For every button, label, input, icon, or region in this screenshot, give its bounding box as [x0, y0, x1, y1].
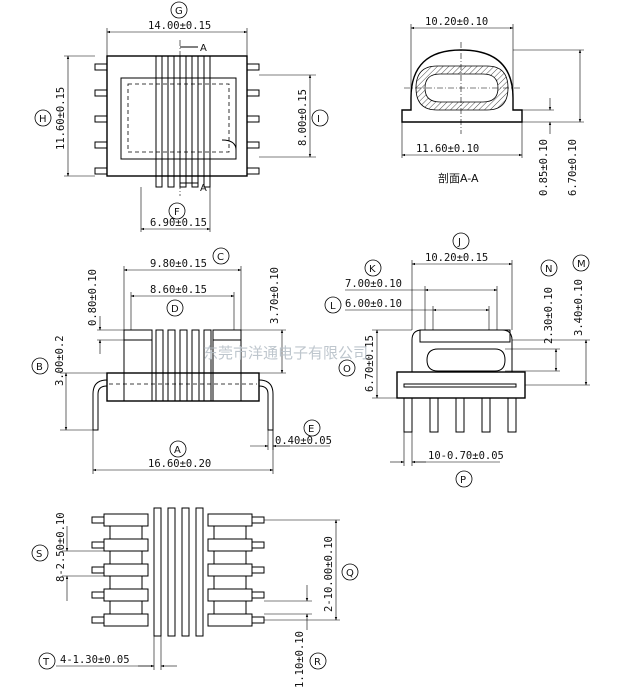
top-view-pins-right: [246, 63, 260, 175]
dim-h-value: 11.60±0.15: [55, 87, 67, 150]
bubble-m: M: [577, 259, 586, 270]
bubble-e: E: [308, 424, 314, 435]
bubble-j: J: [457, 237, 461, 248]
dim-t-value: 4-1.30±0.05: [60, 654, 130, 666]
front-view-left-leg: [92, 379, 108, 431]
bottom-view: 8-2.50±0.10 S 2-10.00±0.10 Q 1.10±0.10 R…: [31, 507, 359, 688]
dim-n-value: 2.30±0.10: [543, 287, 555, 344]
bubble-l: L: [330, 301, 336, 312]
dim-q-value: 2-10.00±0.10: [323, 536, 335, 612]
bubble-b: B: [36, 362, 43, 373]
section-dim-670: 6.70±0.10: [567, 139, 579, 196]
front-view: 9.80±0.15 C 8.60±0.15 D 0.80±0.10 3.70±0…: [31, 247, 332, 474]
bubble-h: H: [39, 114, 47, 125]
section-dim-top: 10.20±0.10: [425, 16, 488, 28]
dim-a-value: 16.60±0.20: [148, 458, 211, 470]
bottom-view-flanges: [153, 507, 204, 637]
top-view-hidden-outline: [127, 83, 230, 153]
bubble-f: F: [174, 207, 180, 218]
top-view-window: [120, 77, 237, 160]
bubble-n: N: [545, 264, 552, 275]
dim-m-value: 3.40±0.10: [573, 279, 585, 336]
dim-s-value: 8-2.50±0.10: [55, 512, 67, 582]
dim-c-value: 9.80±0.15: [150, 258, 207, 270]
dim-r-value: 1.10±0.10: [294, 631, 306, 688]
section-marker-bottom: A: [200, 183, 207, 194]
dim-080-value: 0.80±0.10: [87, 269, 99, 326]
dim-g-value: 14.00±0.15: [148, 20, 211, 32]
bottom-view-blocks: [103, 513, 253, 627]
bubble-p: P: [460, 475, 466, 486]
bubble-k: K: [369, 264, 376, 275]
section-view: 10.20±0.10 11.60±0.10 0.85±0.10 6.70±0.1…: [401, 16, 584, 196]
bubble-d: D: [171, 304, 179, 315]
top-view-notch: [221, 139, 237, 151]
top-view-pins-left: [94, 63, 108, 175]
side-view-pins: [403, 383, 517, 433]
bubble-i: I: [317, 114, 320, 125]
front-view-right-block: [212, 329, 242, 402]
bubble-c: C: [217, 252, 224, 263]
top-view-body: [106, 55, 248, 177]
top-view-flanges: [155, 55, 211, 188]
dim-o-value: 6.70±0.15: [364, 335, 376, 392]
bubble-a: A: [174, 445, 181, 456]
dim-b-value: 3.00±0.2: [54, 335, 66, 386]
section-dim-bottom: 11.60±0.10: [416, 143, 479, 155]
bubble-r: R: [314, 657, 321, 668]
dim-l-value: 6.00±0.10: [345, 298, 402, 310]
bubble-o: O: [343, 364, 351, 375]
dim-e-value: 0.40±0.05: [275, 435, 332, 447]
bubble-s: S: [36, 549, 42, 560]
section-dim-085: 0.85±0.10: [538, 139, 550, 196]
front-view-base: [106, 372, 260, 402]
dim-p-value: 10-0.70±0.05: [428, 450, 504, 462]
side-view-base: [396, 371, 526, 399]
bottom-view-pins: [91, 516, 265, 624]
front-view-left-block: [123, 329, 153, 402]
side-view-body: [411, 329, 513, 372]
front-view-right-leg: [258, 379, 274, 431]
dim-k-value: 7.00±0.10: [345, 278, 402, 290]
bubble-g: G: [175, 6, 183, 17]
dim-370-value: 3.70±0.10: [269, 267, 281, 324]
top-view: A A 14.00±0.15 G 11.60±0.15 H 8.00±0.15 …: [34, 1, 329, 232]
bubble-q: Q: [346, 568, 354, 579]
dim-i-value: 8.00±0.15: [297, 89, 309, 146]
bubble-t: T: [42, 657, 50, 668]
front-view-flanges: [155, 329, 212, 402]
side-view-core-window: [426, 348, 506, 372]
side-view: 10.20±0.15 J 7.00±0.10 K 6.00±0.10 L 6.7…: [324, 232, 590, 488]
dim-d-value: 8.60±0.15: [150, 284, 207, 296]
dim-f-value: 6.90±0.15: [150, 217, 207, 229]
section-marker-top: A: [200, 43, 207, 54]
section-title: 剖面A-A: [438, 171, 479, 185]
dim-j-value: 10.20±0.15: [425, 252, 488, 264]
company-watermark: 东莞市洋通电子有限公司: [203, 344, 368, 362]
